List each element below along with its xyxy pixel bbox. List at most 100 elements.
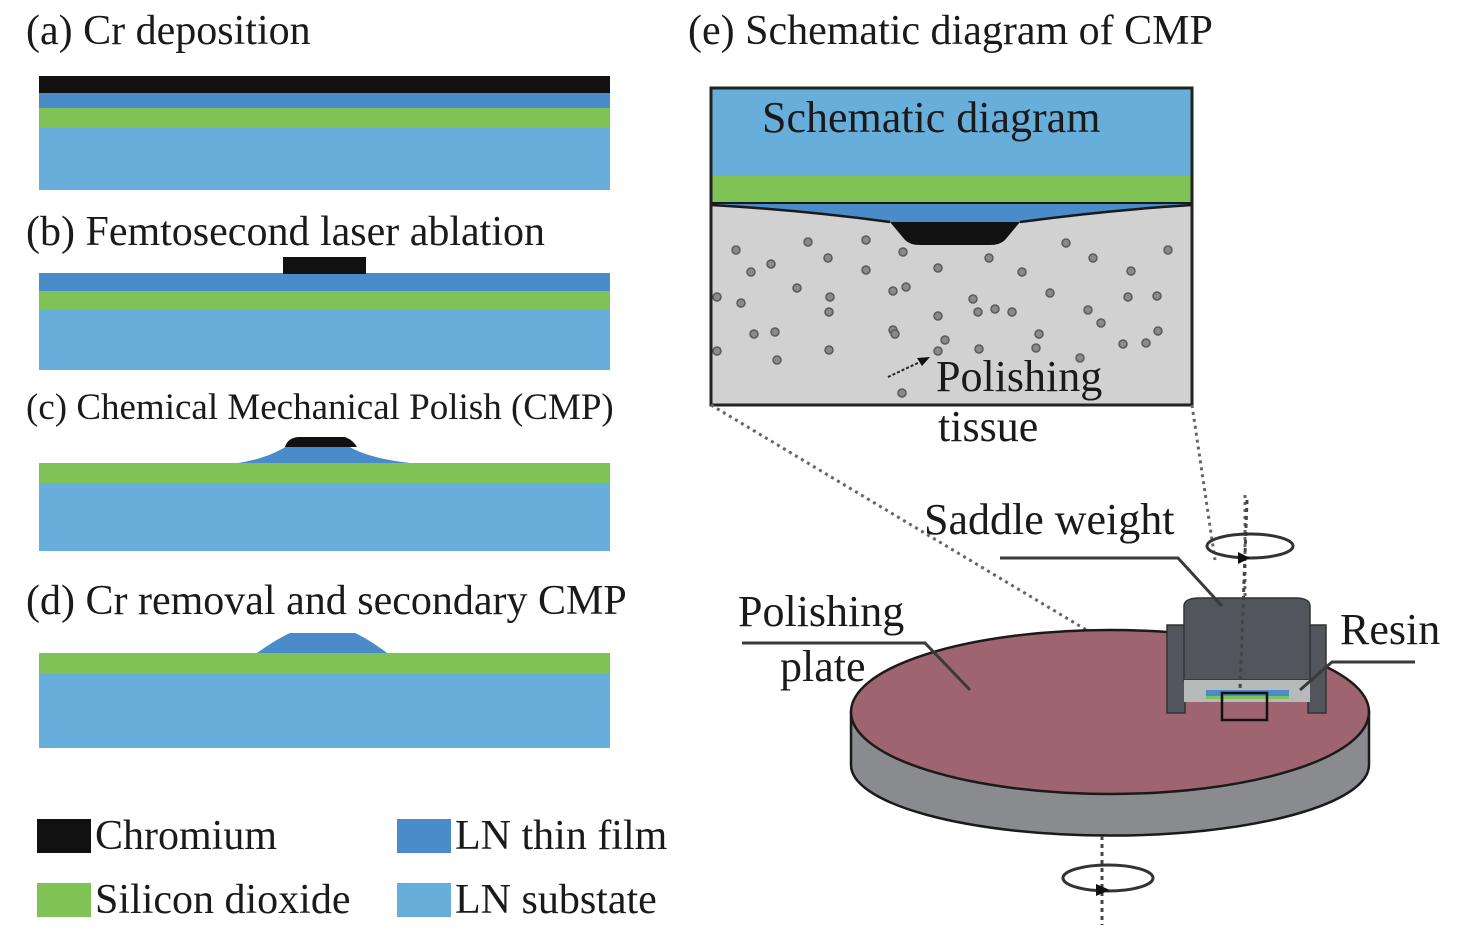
abrasive-particle [1034, 329, 1044, 339]
chromium-layer [39, 76, 610, 93]
abrasive-particle [990, 304, 1000, 314]
upper-rotation-arrowhead [1238, 552, 1250, 564]
tissue-pointer-arrowhead [917, 357, 930, 366]
tissue-pointer [887, 360, 923, 378]
leader-lines [742, 556, 1415, 692]
zoom-region-box [1220, 691, 1269, 722]
schematic-title: (e) Schematic diagram of CMP [688, 8, 1213, 54]
legend-item-ln-substrate: LN substate [397, 876, 657, 924]
lower-rotation-arrowhead [1096, 884, 1110, 896]
abrasive-particle [731, 245, 741, 255]
abrasive-particle [825, 292, 835, 302]
silicon-dioxide-swatch [37, 883, 91, 917]
abrasive-particle [1141, 338, 1151, 348]
sample-oxide [1206, 696, 1289, 699]
silicon-dioxide-layer [39, 653, 610, 673]
legend-item-silicon-dioxide: Silicon dioxide [37, 876, 351, 924]
step-a-title: (a) Cr deposition [26, 8, 311, 54]
saddle-weight-assembly [1166, 597, 1327, 722]
polishing-plate-leader [742, 641, 972, 692]
step-b-title: (b) Femtosecond laser ablation [26, 209, 546, 255]
abrasive-particle [803, 237, 813, 247]
ln-thin-film-swatch [397, 819, 451, 853]
abrasive-particle [1152, 291, 1162, 301]
ln-substrate-layer [39, 482, 610, 551]
abrasive-particle [901, 282, 911, 292]
ln-substrate-swatch [397, 883, 451, 917]
abrasive-particle [1007, 307, 1017, 317]
ln-substrate-region [711, 88, 1192, 176]
tissue-boundary [710, 203, 1193, 224]
polishing-plate-label-line2: plate [780, 642, 866, 691]
polishing-tissue-label-line2: tissue [938, 402, 1039, 451]
abrasive-particle [770, 327, 780, 337]
silicon-dioxide-region [711, 176, 1192, 203]
step-d-title: (d) Cr removal and secondary CMP [26, 578, 627, 624]
abrasive-particle [749, 329, 759, 339]
saddle-weight-label: Saddle weight [924, 495, 1175, 544]
abrasive-particle [933, 311, 943, 321]
abrasive-particle [973, 307, 983, 317]
ln-ridge [238, 444, 410, 463]
abrasive-particle [933, 263, 943, 273]
abrasive-particle [712, 292, 722, 302]
abrasive-particle [1153, 326, 1163, 336]
abrasive-particle [746, 267, 756, 277]
abrasive-particle [1126, 266, 1136, 276]
abrasive-particle [933, 346, 943, 356]
abrasive-particle [984, 253, 994, 263]
step-d-stack [39, 633, 610, 748]
abrasive-particle [1083, 305, 1093, 315]
schematic-inset [709, 86, 1194, 407]
ln-substrate-layer [39, 127, 610, 190]
abrasive-particle [824, 345, 834, 355]
abrasive-particle [968, 294, 978, 304]
abrasive-particle [1045, 288, 1055, 298]
lower-rotation-arrow-icon [1061, 863, 1155, 893]
abrasive-particle [861, 265, 871, 275]
step-c-stack [39, 437, 610, 551]
abrasive-particle [1075, 353, 1085, 363]
silicon-dioxide-layer [39, 291, 610, 309]
ln-thin-film-layer [39, 273, 610, 291]
abrasive-particle [1031, 343, 1041, 353]
resin-label: Resin [1340, 605, 1441, 654]
ln-thin-film-layer [39, 93, 610, 108]
abrasive-particle [1096, 318, 1106, 328]
abrasive-particle [888, 286, 898, 296]
abrasive-particle [772, 355, 782, 365]
silicon-dioxide-layer [39, 108, 610, 128]
abrasive-particle [897, 388, 907, 398]
abrasive-particle [1118, 339, 1128, 349]
ln-thin-film-region [711, 203, 1192, 222]
upper-rotation-arrow-icon [1205, 532, 1295, 560]
inset-title: Schematic diagram [762, 93, 1101, 142]
abrasive-particles [712, 235, 1173, 398]
abrasive-particle [940, 335, 950, 345]
step-c-title: (c) Chemical Mechanical Polish (CMP) [26, 387, 614, 428]
abrasive-particle [1061, 238, 1071, 248]
legend-item-chromium: Chromium [37, 812, 277, 860]
step-a-stack [39, 76, 610, 190]
ln-substrate-layer [39, 308, 610, 370]
saddle-weight-leader [1000, 556, 1224, 608]
silicon-dioxide-layer [39, 463, 610, 483]
rotation-indicators [1061, 499, 1295, 925]
ln-substrate-layer [39, 672, 610, 748]
polishing-plate-label-line1: Polishing [738, 587, 905, 636]
abrasive-particle [898, 247, 908, 257]
abrasive-particle [1088, 253, 1098, 263]
resin-leader [1299, 660, 1415, 692]
abrasive-particle [712, 346, 722, 356]
chromium-swatch [37, 819, 91, 853]
abrasive-particle [823, 253, 833, 263]
legend-label: LN thin film [455, 813, 668, 859]
step-b-stack [39, 257, 610, 370]
polishing-tissue-label-line1: Polishing [936, 352, 1103, 401]
abrasive-particle [792, 283, 802, 293]
legend-label: Chromium [95, 813, 278, 859]
abrasive-particle [974, 344, 984, 354]
chromium-mask [285, 437, 357, 447]
chromium-mask [890, 222, 1020, 245]
